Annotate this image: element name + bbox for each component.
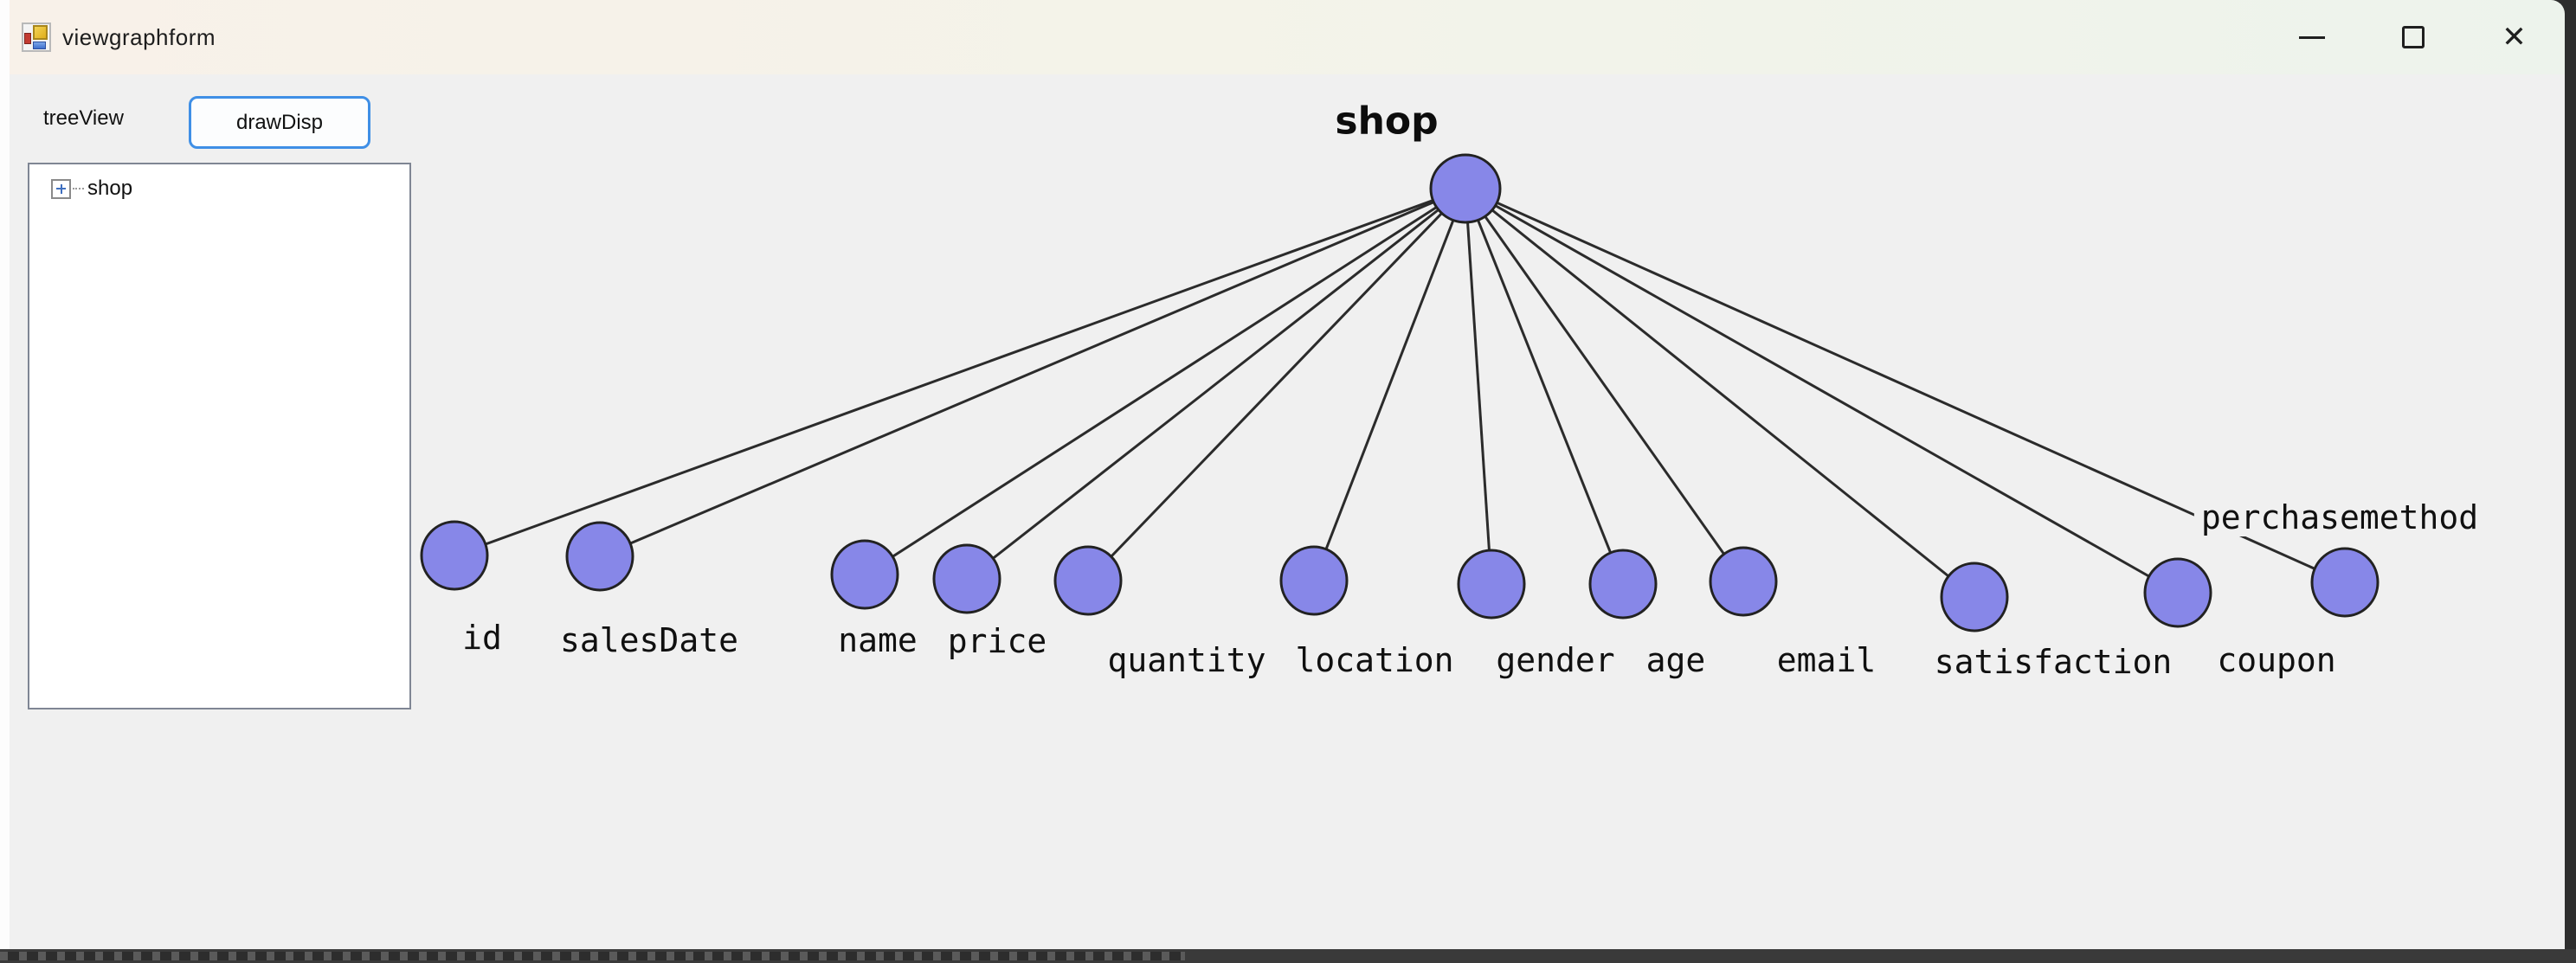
app-icon bbox=[22, 22, 51, 52]
maximize-icon bbox=[2401, 26, 2425, 48]
window-controls: ✕ bbox=[2261, 0, 2565, 74]
tree-item-shop[interactable]: shop bbox=[51, 177, 132, 201]
tree-item-label: shop bbox=[87, 177, 133, 200]
close-icon: ✕ bbox=[2502, 20, 2527, 55]
desktop-edge-right bbox=[2565, 0, 2576, 963]
treeview-label: treeView bbox=[43, 106, 124, 130]
window-title: viewgraphform bbox=[62, 23, 216, 50]
title-bar: viewgraphform ✕ bbox=[10, 0, 2565, 74]
close-button[interactable]: ✕ bbox=[2463, 0, 2565, 74]
minimize-icon bbox=[2298, 35, 2325, 39]
draw-disp-button[interactable]: drawDisp bbox=[189, 96, 370, 149]
window-bottom-edge bbox=[0, 949, 2576, 963]
expand-plus-icon[interactable] bbox=[51, 178, 71, 199]
tree-view-panel[interactable]: shop bbox=[28, 163, 411, 709]
minimize-button[interactable] bbox=[2261, 0, 2362, 74]
tree-connector bbox=[73, 179, 84, 189]
maximize-button[interactable] bbox=[2362, 0, 2463, 74]
